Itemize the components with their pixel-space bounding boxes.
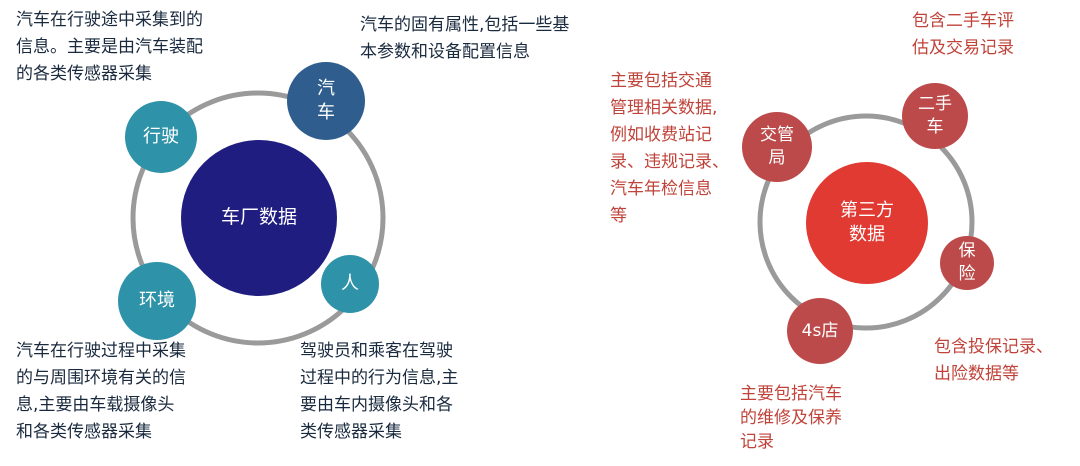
node-car: 汽 车 (287, 62, 365, 140)
node-person: 人 (321, 255, 379, 313)
node-car-label: 汽 车 (317, 77, 335, 123)
desc-car: 汽车的固有属性,包括一些基 本参数和设备配置信息 (360, 15, 570, 62)
node-person-label: 人 (341, 272, 359, 294)
center-node-label: 车厂数据 (220, 206, 297, 229)
node-used-car: 二手 车 (902, 83, 968, 149)
node-used-car-label: 二手 车 (918, 94, 952, 137)
node-environment-label: 环境 (139, 289, 175, 311)
desc-4s-dealer: 主要包括汽车 的维修及保养 记录 (740, 384, 842, 452)
desc-traffic-bureau: 主要包括交通 管理相关数据, 例如收费站记 录、违规记录、 汽车年检信息 等 (610, 71, 729, 226)
node-driving-label: 行驶 (143, 125, 179, 147)
desc-used-car: 包含二手车评 估及交易记录 (912, 11, 1014, 58)
node-traffic-bureau: 交管 局 (742, 112, 812, 182)
node-driving: 行驶 (125, 101, 197, 173)
desc-driving: 汽车在行驶途中采集到的 信息。主要是由汽车装配 的各类传感器采集 (16, 10, 203, 84)
node-insurance-label: 保 险 (958, 241, 976, 284)
desc-environment: 汽车在行驶过程中采集 的与周围环境有关的信 息,主要由车载摄像头 和各类传感器采… (16, 341, 186, 442)
center-node-third-party-data: 第三方 数据 (806, 162, 928, 284)
center-node-manufacturer-data: 车厂数据 (181, 140, 337, 296)
desc-person: 驾驶员和乘客在驾驶 过程中的行为信息,主 要由车内摄像头和各 类传感器采集 (300, 341, 459, 442)
node-traffic-bureau-label: 交管 局 (760, 125, 794, 168)
node-insurance: 保 险 (940, 236, 994, 290)
node-4s-dealer-label: 4s店 (801, 320, 839, 341)
right-orbit-ring (757, 113, 975, 331)
node-environment: 环境 (118, 262, 196, 340)
node-4s-dealer: 4s店 (787, 298, 853, 364)
center-node-third-party-label: 第三方 数据 (840, 199, 894, 245)
desc-insurance: 包含投保记录、 出险数据等 (934, 337, 1053, 384)
left-orbit-ring (130, 90, 386, 346)
